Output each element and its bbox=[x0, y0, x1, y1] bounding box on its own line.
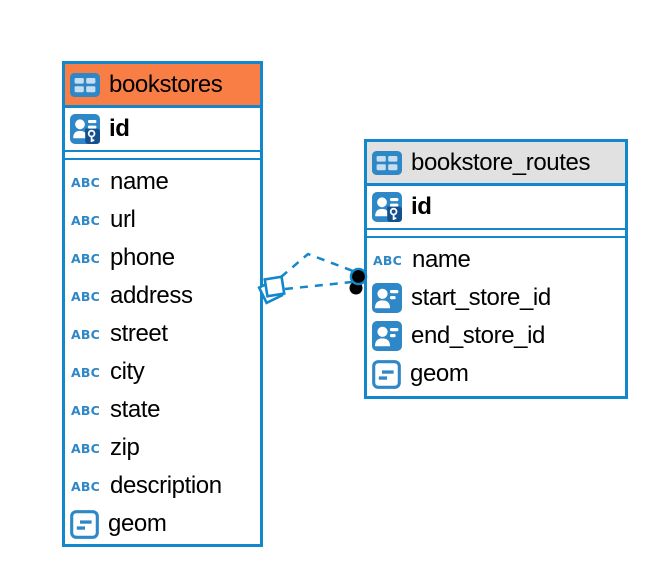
relationship-link-bookstores-bookstore-routes[interactable] bbox=[257, 252, 368, 305]
column-name: name bbox=[412, 246, 471, 273]
column-name: start_store_id bbox=[411, 284, 551, 311]
column-row-address[interactable]: ABC address bbox=[65, 277, 260, 315]
text-type-icon: ABC bbox=[373, 252, 402, 268]
geometry-type-icon bbox=[70, 509, 99, 539]
primary-key-icon bbox=[372, 192, 402, 222]
column-name: address bbox=[110, 282, 193, 309]
primary-key-name: id bbox=[411, 193, 432, 220]
relationship-diamond-marker bbox=[257, 275, 286, 305]
column-row-name[interactable]: ABC name bbox=[65, 163, 260, 201]
text-type-icon: ABC bbox=[71, 288, 100, 304]
entity-header[interactable]: bookstores bbox=[65, 64, 260, 108]
relationship-dot-marker bbox=[349, 267, 368, 295]
text-type-icon: ABC bbox=[71, 174, 100, 190]
table-icon bbox=[372, 150, 402, 175]
text-type-icon: ABC bbox=[71, 212, 100, 228]
primary-key-row[interactable]: id bbox=[65, 108, 260, 152]
column-name: state bbox=[110, 396, 161, 423]
entity-title: bookstore_routes bbox=[411, 148, 591, 176]
geometry-type-icon bbox=[372, 359, 401, 389]
column-name: city bbox=[110, 358, 145, 385]
column-row-end_store_id[interactable]: end_store_id bbox=[367, 317, 625, 355]
column-row-url[interactable]: ABC url bbox=[65, 201, 260, 239]
text-type-icon: ABC bbox=[71, 364, 100, 380]
column-row-geom[interactable]: geom bbox=[65, 505, 260, 543]
column-name: description bbox=[110, 472, 222, 499]
column-name: geom bbox=[108, 510, 167, 537]
table-icon bbox=[70, 72, 100, 97]
column-name: zip bbox=[110, 434, 140, 461]
column-name: street bbox=[110, 320, 168, 347]
column-row-phone[interactable]: ABC phone bbox=[65, 239, 260, 277]
text-type-icon: ABC bbox=[71, 402, 100, 418]
column-row-start_store_id[interactable]: start_store_id bbox=[367, 279, 625, 317]
column-row-description[interactable]: ABC description bbox=[65, 467, 260, 505]
column-row-state[interactable]: ABC state bbox=[65, 391, 260, 429]
column-row-city[interactable]: ABC city bbox=[65, 353, 260, 391]
primary-key-icon bbox=[70, 114, 100, 144]
column-row-street[interactable]: ABC street bbox=[65, 315, 260, 353]
column-name: geom bbox=[410, 360, 469, 387]
text-type-icon: ABC bbox=[71, 250, 100, 266]
column-row-name[interactable]: ABC name bbox=[367, 241, 625, 279]
entity-title: bookstores bbox=[109, 70, 223, 98]
column-name: end_store_id bbox=[411, 322, 545, 349]
text-type-icon: ABC bbox=[71, 440, 100, 456]
foreign-key-icon bbox=[372, 321, 402, 351]
column-row-geom[interactable]: geom bbox=[367, 355, 625, 393]
column-name: name bbox=[110, 168, 169, 195]
column-name: phone bbox=[110, 244, 175, 271]
text-type-icon: ABC bbox=[71, 326, 100, 342]
primary-key-name: id bbox=[109, 115, 130, 142]
foreign-key-icon bbox=[372, 283, 402, 313]
entity-header[interactable]: bookstore_routes bbox=[367, 142, 625, 186]
text-type-icon: ABC bbox=[71, 478, 100, 494]
column-name: url bbox=[110, 206, 136, 233]
primary-key-row[interactable]: id bbox=[367, 186, 625, 230]
column-row-zip[interactable]: ABC zip bbox=[65, 429, 260, 467]
